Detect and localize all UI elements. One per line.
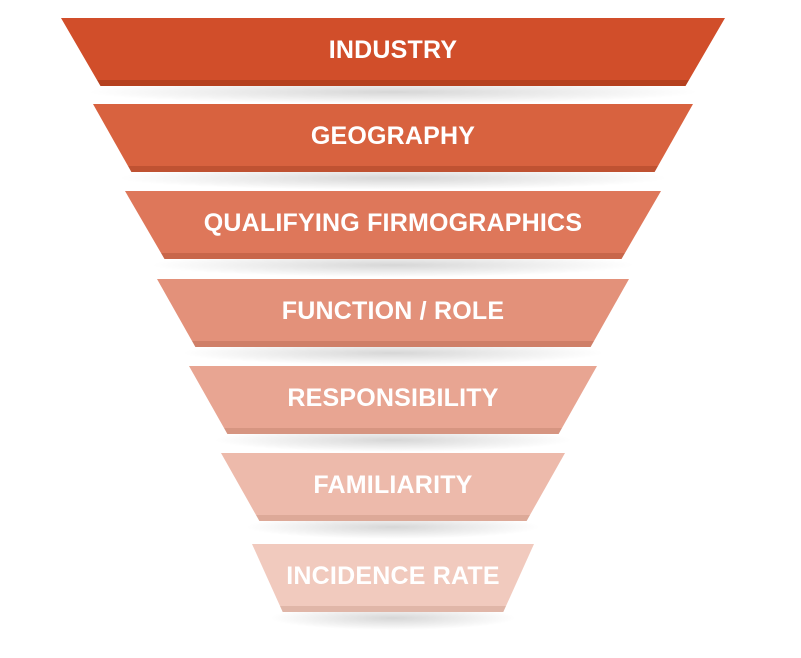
stage-bottom-edge bbox=[128, 166, 658, 172]
funnel-stage-function-role: FUNCTION / ROLE bbox=[157, 279, 629, 365]
stage-bottom-edge bbox=[192, 341, 594, 347]
stage-bottom-edge bbox=[280, 606, 506, 612]
stage-bottom-edge bbox=[224, 428, 562, 434]
stage-label: INCIDENCE RATE bbox=[286, 562, 499, 590]
stage-bottom-edge bbox=[97, 80, 689, 86]
stage-bottom-edge bbox=[161, 253, 625, 259]
funnel-stage-incidence-rate: INCIDENCE RATE bbox=[252, 544, 534, 630]
stage-label: RESPONSIBILITY bbox=[287, 384, 498, 412]
funnel-stage-geography: GEOGRAPHY bbox=[93, 104, 693, 190]
stage-band bbox=[252, 544, 534, 606]
stage-bottom-edge bbox=[256, 515, 530, 521]
funnel-stage-qualifying-firmographics: QUALIFYING FIRMOGRAPHICS bbox=[125, 191, 661, 277]
stage-band bbox=[61, 18, 725, 80]
stage-band bbox=[125, 191, 661, 253]
funnel-stage-industry: INDUSTRY bbox=[61, 18, 725, 104]
funnel-stage-responsibility: RESPONSIBILITY bbox=[189, 366, 597, 452]
stage-label: FAMILIARITY bbox=[313, 471, 472, 499]
stage-band bbox=[221, 453, 565, 515]
stage-label: INDUSTRY bbox=[329, 36, 458, 64]
stage-label: QUALIFYING FIRMOGRAPHICS bbox=[204, 209, 582, 237]
stage-band bbox=[189, 366, 597, 428]
stage-band bbox=[93, 104, 693, 166]
stage-label: GEOGRAPHY bbox=[311, 122, 475, 150]
stage-band bbox=[157, 279, 629, 341]
funnel-stage-familiarity: FAMILIARITY bbox=[221, 453, 565, 539]
stage-label: FUNCTION / ROLE bbox=[282, 297, 504, 325]
